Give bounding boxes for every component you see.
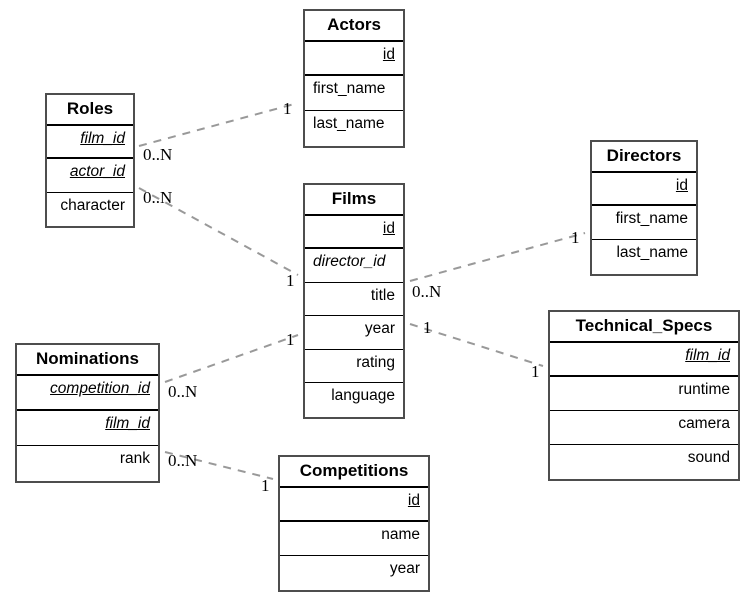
cardinality-nominations-films-from: 0..N xyxy=(168,382,198,401)
attribute-label: id xyxy=(382,219,395,237)
entity-attribute-roles-character[interactable]: character xyxy=(47,193,133,226)
attribute-label: first_name xyxy=(313,80,386,98)
entity-attribute-films-language[interactable]: language xyxy=(305,383,403,417)
attribute-label: language xyxy=(331,387,395,405)
attribute-label: last_name xyxy=(616,244,688,262)
attribute-label: film_id xyxy=(105,414,150,432)
cardinality-roles-films-to: 1 xyxy=(286,271,295,290)
entity-attribute-actors-first_name[interactable]: first_name xyxy=(305,76,403,112)
attribute-label: last_name xyxy=(313,115,385,133)
attribute-label: id xyxy=(382,45,395,63)
cardinality-films-directors-from: 0..N xyxy=(412,282,442,301)
attribute-label: actor_id xyxy=(69,163,125,181)
entity-attribute-films-year[interactable]: year xyxy=(305,316,403,350)
entity-attribute-directors-first_name[interactable]: first_name xyxy=(592,206,696,241)
attribute-label: competition_id xyxy=(50,379,150,397)
attribute-label: first_name xyxy=(615,210,688,228)
entity-attribute-nominations-rank[interactable]: rank xyxy=(17,446,158,481)
entity-attribute-nominations-competition_id[interactable]: competition_id xyxy=(17,376,158,411)
attribute-label: film_id xyxy=(685,346,730,364)
entity-attribute-technical_specs-camera[interactable]: camera xyxy=(550,411,738,445)
entity-attribute-directors-last_name[interactable]: last_name xyxy=(592,240,696,274)
entity-attribute-films-id[interactable]: id xyxy=(305,216,403,250)
entity-attribute-nominations-film_id[interactable]: film_id xyxy=(17,411,158,446)
attribute-label: camera xyxy=(678,414,730,432)
entity-attribute-competitions-year[interactable]: year xyxy=(280,556,428,590)
entity-attribute-films-director_id[interactable]: director_id xyxy=(305,249,403,283)
entity-title-films: Films xyxy=(305,185,403,216)
cardinality-films-technical_specs-to: 1 xyxy=(531,362,540,381)
entity-title-competitions: Competitions xyxy=(280,457,428,488)
relationship-line-roles-actors xyxy=(138,102,299,147)
attribute-label: rank xyxy=(119,449,150,467)
relationship-line-nominations-films xyxy=(164,334,299,383)
cardinality-nominations-competitions-to: 1 xyxy=(261,476,270,495)
entity-attribute-films-title[interactable]: title xyxy=(305,283,403,317)
entity-attribute-roles-actor_id[interactable]: actor_id xyxy=(47,159,133,193)
entity-title-technical_specs: Technical_Specs xyxy=(550,312,738,343)
entity-attribute-technical_specs-runtime[interactable]: runtime xyxy=(550,377,738,411)
cardinality-roles-films-from: 0..N xyxy=(143,188,173,207)
attribute-label: title xyxy=(370,286,395,304)
entity-directors[interactable]: Directors id first_name last_name xyxy=(590,140,698,276)
attribute-label: character xyxy=(60,196,125,214)
entity-attribute-directors-id[interactable]: id xyxy=(592,173,696,207)
entity-roles[interactable]: Roles film_id actor_id character xyxy=(45,93,135,228)
cardinality-nominations-films-to: 1 xyxy=(286,330,295,349)
attribute-label: year xyxy=(364,320,395,338)
entity-title-nominations: Nominations xyxy=(17,345,158,376)
entity-attribute-films-rating[interactable]: rating xyxy=(305,350,403,384)
entity-title-actors: Actors xyxy=(305,11,403,42)
attribute-label: film_id xyxy=(80,129,125,147)
entity-attribute-actors-last_name[interactable]: last_name xyxy=(305,111,403,146)
attribute-label: year xyxy=(389,559,420,577)
cardinality-films-directors-to: 1 xyxy=(571,228,580,247)
relationship-line-films-directors xyxy=(409,232,586,282)
cardinality-roles-actors-to: 1 xyxy=(283,99,292,118)
entity-attribute-competitions-id[interactable]: id xyxy=(280,488,428,522)
cardinality-films-technical_specs-from: 1 xyxy=(423,318,432,337)
cardinality-nominations-competitions-from: 0..N xyxy=(168,451,198,470)
entity-competitions[interactable]: Competitions id name year xyxy=(278,455,430,592)
cardinality-roles-actors-from: 0..N xyxy=(143,145,173,164)
attribute-label: rating xyxy=(356,353,395,371)
entity-attribute-technical_specs-sound[interactable]: sound xyxy=(550,445,738,479)
entity-title-roles: Roles xyxy=(47,95,133,126)
attribute-label: id xyxy=(407,491,420,509)
attribute-label: runtime xyxy=(678,380,730,398)
attribute-label: id xyxy=(675,176,688,194)
entity-actors[interactable]: Actors id first_name last_name xyxy=(303,9,405,148)
entity-attribute-competitions-name[interactable]: name xyxy=(280,522,428,556)
entity-attribute-technical_specs-film_id[interactable]: film_id xyxy=(550,343,738,377)
entity-attribute-roles-film_id[interactable]: film_id xyxy=(47,126,133,160)
entity-attribute-actors-id[interactable]: id xyxy=(305,42,403,77)
attribute-label: sound xyxy=(687,448,730,466)
attribute-label: director_id xyxy=(313,253,386,271)
entity-title-directors: Directors xyxy=(592,142,696,173)
attribute-label: name xyxy=(381,525,420,543)
